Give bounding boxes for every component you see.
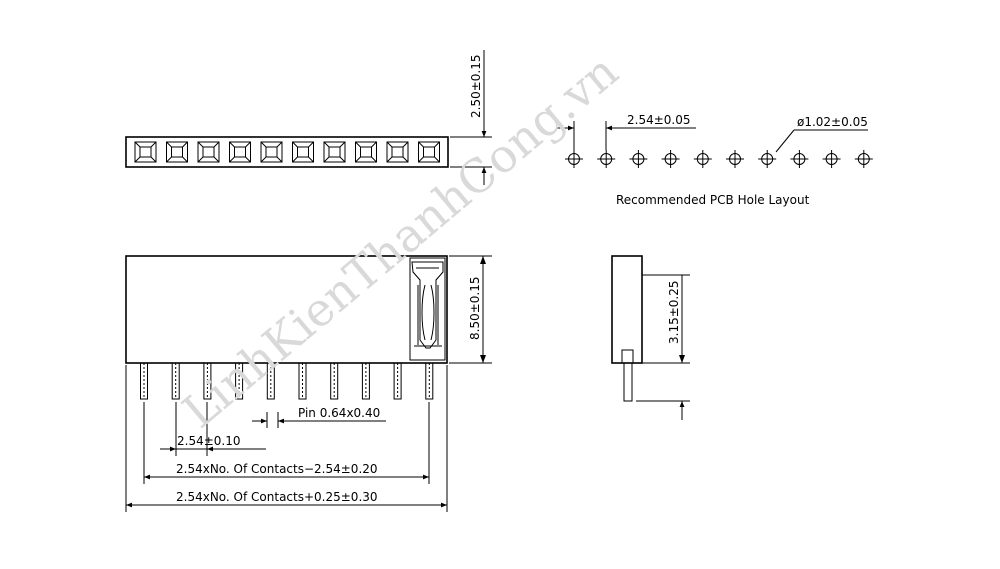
pcb-hole — [661, 150, 680, 168]
top-view: 2.50±0.15 — [125, 50, 492, 185]
side-view-body — [611, 255, 643, 364]
front-pin — [140, 362, 148, 400]
top-view-cells — [134, 141, 440, 163]
hole-diameter-label: ø1.02±0.05 — [797, 115, 868, 129]
front-pin — [171, 362, 180, 400]
front-pin — [330, 362, 339, 400]
pcb-pitch-label: 2.54±0.05 — [627, 113, 691, 127]
pcb-hole — [790, 150, 809, 168]
top-cell — [418, 141, 440, 163]
front-pin — [425, 362, 434, 400]
dimension-arrowhead — [679, 355, 685, 363]
top-cell — [292, 141, 314, 163]
overall-length-label: 2.54xNo. Of Contacts+0.25±0.30 — [176, 490, 378, 504]
pcb-hole — [758, 150, 777, 168]
pin-size-label: Pin 0.64x0.40 — [298, 406, 380, 420]
side-view: 3.15±0.25 — [611, 255, 690, 420]
front-view: 8.50±0.15 Pin 0.64x0.40 2.54±0.10 2.54xN… — [125, 255, 492, 512]
top-cell — [134, 141, 157, 163]
front-view-body — [125, 255, 448, 364]
front-pitch-label: 2.54±0.10 — [177, 434, 241, 448]
pcb-caption: Recommended PCB Hole Layout — [616, 193, 810, 207]
leader-line — [775, 129, 795, 153]
pcb-hole — [565, 150, 583, 168]
front-pin — [235, 362, 244, 400]
top-cell — [355, 141, 377, 163]
contact-cross-section — [409, 257, 446, 361]
front-pin — [298, 362, 307, 400]
top-cell — [229, 141, 251, 163]
pcb-hole — [854, 150, 873, 168]
top-cell — [323, 141, 346, 163]
pin-span-label: 2.54xNo. Of Contacts−2.54±0.20 — [176, 462, 378, 476]
pin-length-label: 3.15±0.25 — [667, 281, 681, 345]
top-cell — [386, 141, 409, 163]
front-view-pins — [140, 362, 434, 400]
front-pin — [361, 362, 370, 400]
side-pin-entry — [621, 349, 634, 364]
front-pin — [393, 362, 402, 400]
top-view-body — [125, 136, 449, 168]
pcb-hole — [629, 150, 648, 168]
top-cell — [166, 141, 188, 163]
front-pin — [203, 362, 212, 400]
pcb-hole — [822, 150, 841, 168]
pcb-hole — [726, 150, 744, 168]
pcb-hole-layout: 2.54±0.05 ø1.02±0.05 Recommended PCB Hol… — [556, 113, 873, 207]
front-pin — [266, 362, 275, 400]
side-pin — [623, 362, 633, 402]
top-cell — [197, 141, 220, 163]
body-height-label: 8.50±0.15 — [468, 277, 482, 341]
top-height-label: 2.50±0.15 — [469, 55, 483, 119]
top-cell — [260, 141, 283, 163]
watermark-text: LinhKienThanhCong.vn — [172, 44, 628, 439]
pcb-holes — [565, 150, 873, 168]
pcb-hole — [597, 150, 616, 168]
pcb-hole — [693, 150, 712, 168]
